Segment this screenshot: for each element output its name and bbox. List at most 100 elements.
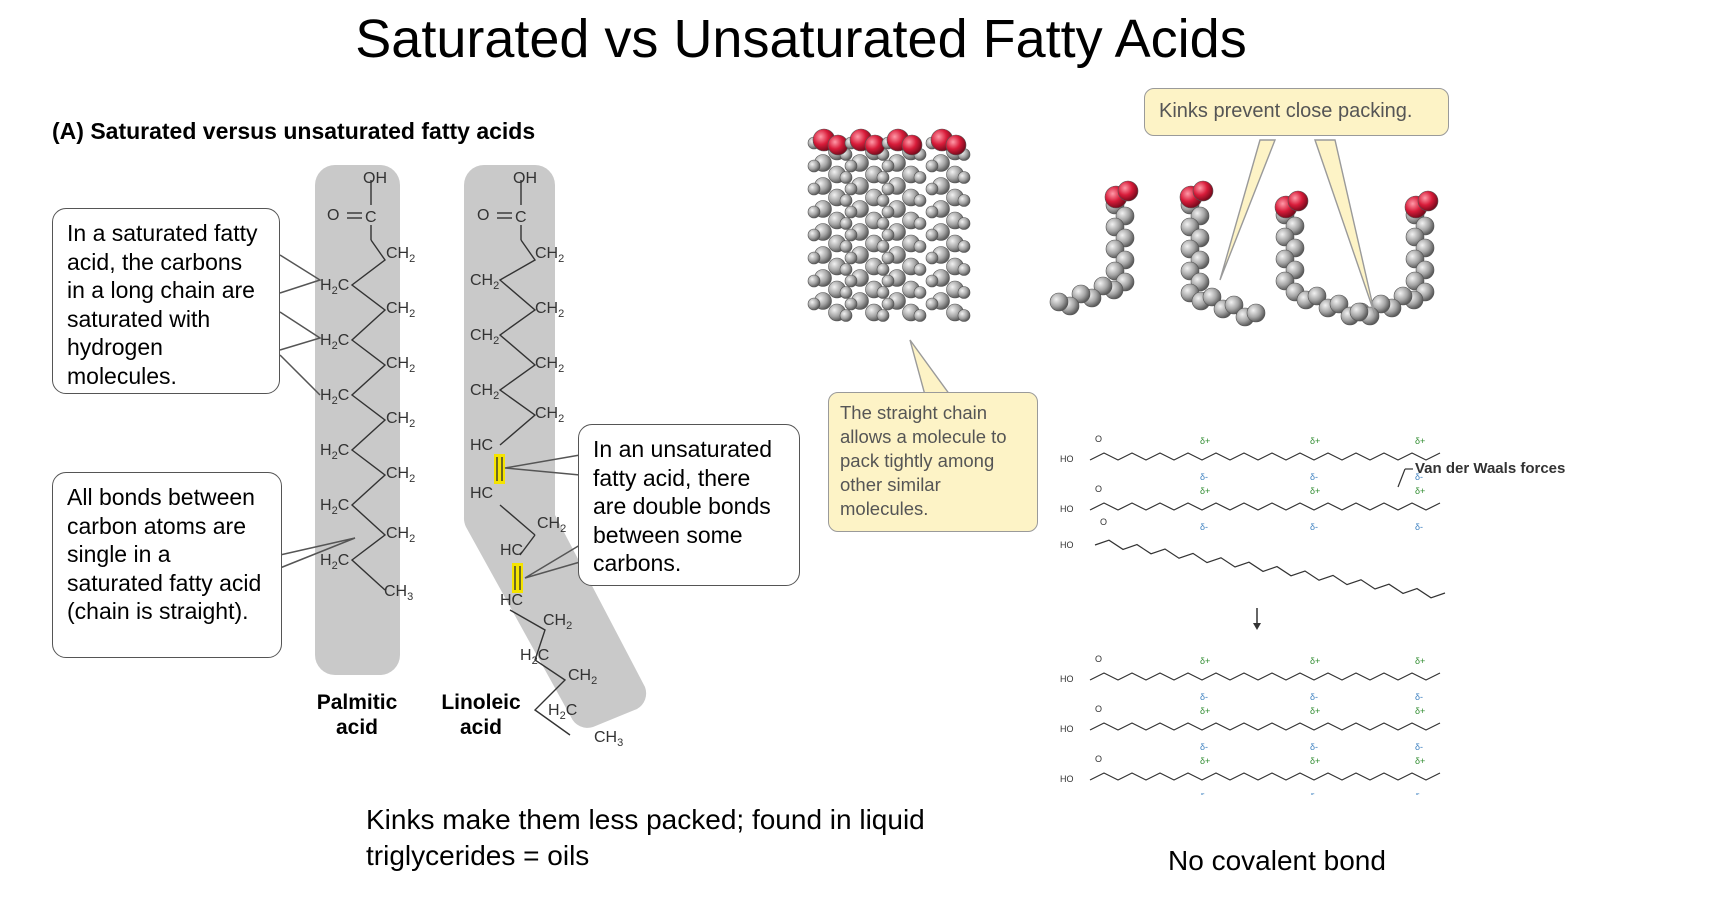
hydrogen-atom [925, 251, 939, 265]
hydrogen-atom [807, 297, 821, 311]
hydroxyl-label: HO [1060, 774, 1074, 784]
svg-text:CH2: CH2 [386, 525, 415, 545]
hydrogen-atom [957, 240, 971, 253]
svg-text:OH: OH [363, 170, 387, 187]
delta-plus-label: δ+ [1310, 756, 1320, 766]
svg-text:CH3: CH3 [384, 583, 413, 603]
hydrogen-atom [844, 297, 858, 311]
fatty-acid-chain [1089, 722, 1441, 731]
svg-text:CH2: CH2 [543, 612, 572, 632]
svg-text:CH2: CH2 [386, 355, 415, 375]
hydroxyl-label: HO [1060, 724, 1074, 734]
carbon-atom [1049, 292, 1069, 312]
oxygen-label: O [1100, 517, 1107, 527]
hydrogen-atom [876, 217, 890, 230]
delta-minus-label: δ- [1310, 692, 1318, 702]
svg-text:CH2: CH2 [537, 515, 566, 535]
svg-text:CH2: CH2 [535, 355, 564, 375]
oxygen-label: O [1095, 754, 1102, 764]
svg-text:CH2: CH2 [386, 300, 415, 320]
oxygen-atom [1287, 190, 1309, 212]
hydrogen-atom [913, 217, 927, 230]
svg-text:HC: HC [500, 592, 523, 609]
svg-text:H2C: H2C [320, 442, 349, 462]
hydrogen-atom [881, 228, 895, 242]
svg-text:HC: HC [470, 437, 493, 454]
svg-text:HC: HC [500, 542, 523, 559]
hydrogen-atom [913, 240, 927, 253]
hydrogen-atom [839, 286, 853, 299]
svg-text:CH2: CH2 [470, 272, 499, 292]
hydrogen-atom [957, 286, 971, 299]
straight-chain-callout: The straight chain allows a molecule to … [828, 392, 1038, 532]
delta-minus-label: δ- [1415, 472, 1423, 482]
delta-minus-label: δ- [1310, 742, 1318, 752]
hydrogen-atom [844, 205, 858, 219]
panel-a-heading: (A) Saturated versus unsaturated fatty a… [52, 118, 536, 144]
linoleic-chain-band [463, 165, 647, 728]
hydrogen-atom [844, 228, 858, 242]
delta-plus-label: δ+ [1200, 656, 1210, 666]
oxygen-label: O [1095, 434, 1102, 444]
hydrogen-atom [925, 159, 939, 173]
carbon-atom [1393, 286, 1413, 306]
hydrogen-atom [807, 182, 821, 196]
hydroxyl-label: HO [1060, 454, 1074, 464]
hydrogen-atom [844, 182, 858, 196]
svg-text:CH2: CH2 [386, 465, 415, 485]
carbon-atom [1246, 303, 1266, 323]
palmitic-chain-band [315, 165, 400, 675]
hydrogen-atom [839, 171, 853, 184]
hydrogen-atom [839, 309, 853, 322]
hydrogen-atom [925, 228, 939, 242]
unsaturated-callout: In an unsaturated fatty acid, there are … [578, 424, 800, 586]
delta-plus-label: δ+ [1310, 706, 1320, 716]
fatty-acid-chain [1089, 502, 1441, 511]
delta-minus-label: δ- [1415, 742, 1423, 752]
delta-plus-label: δ+ [1200, 706, 1210, 716]
callout-pointers [279, 254, 581, 579]
svg-text:CH2: CH2 [535, 245, 564, 265]
carbon-atom [1307, 286, 1327, 306]
hydrogen-atom [881, 274, 895, 288]
hydrogen-atom [807, 251, 821, 265]
hydrogen-atom [957, 309, 971, 322]
carbon-atom [1329, 294, 1349, 314]
linoleic-acid-structure [497, 180, 571, 736]
svg-text:O: O [477, 207, 489, 224]
no-covalent-caption: No covalent bond [1168, 845, 1386, 876]
svg-text:H2C: H2C [320, 332, 349, 352]
svg-text:CH2: CH2 [386, 245, 415, 265]
oxygen-label: O [1095, 484, 1102, 494]
delta-plus-label: δ+ [1415, 486, 1425, 496]
carbon-atom [1093, 276, 1113, 296]
hydrogen-atom [839, 217, 853, 230]
hydrogen-atom [957, 263, 971, 276]
carbon-atom [1202, 287, 1222, 307]
double-bond-highlights [494, 454, 523, 593]
single-bonds-callout: All bonds between carbon atoms are singl… [52, 472, 282, 658]
hydrogen-atom [807, 159, 821, 173]
hydrogen-atom [925, 297, 939, 311]
vdw-label: Van der Waals forces [1415, 460, 1565, 477]
delta-minus-label: δ- [1415, 792, 1423, 795]
saturated-callout: In a saturated fatty acid, the carbons i… [52, 208, 280, 394]
hydrogen-atom [807, 228, 821, 242]
kinked-chains [1049, 180, 1439, 327]
kinks-caption: Kinks make them less packed; found in li… [366, 804, 925, 871]
hydrogen-atom [925, 205, 939, 219]
hydrogen-atom [881, 297, 895, 311]
hydrogen-atom [913, 286, 927, 299]
straight-chains [807, 128, 971, 322]
hydrogen-atom [957, 194, 971, 207]
oxygen-atom [1417, 190, 1439, 212]
hydrogen-atom [876, 263, 890, 276]
carbon-atom [1224, 295, 1244, 315]
delta-plus-label: δ+ [1415, 756, 1425, 766]
hydrogen-atom [876, 286, 890, 299]
hydrogen-atom [839, 263, 853, 276]
delta-minus-label: δ- [1200, 692, 1208, 702]
palmitic-acid-structure [347, 180, 387, 591]
delta-plus-label: δ+ [1415, 436, 1425, 446]
